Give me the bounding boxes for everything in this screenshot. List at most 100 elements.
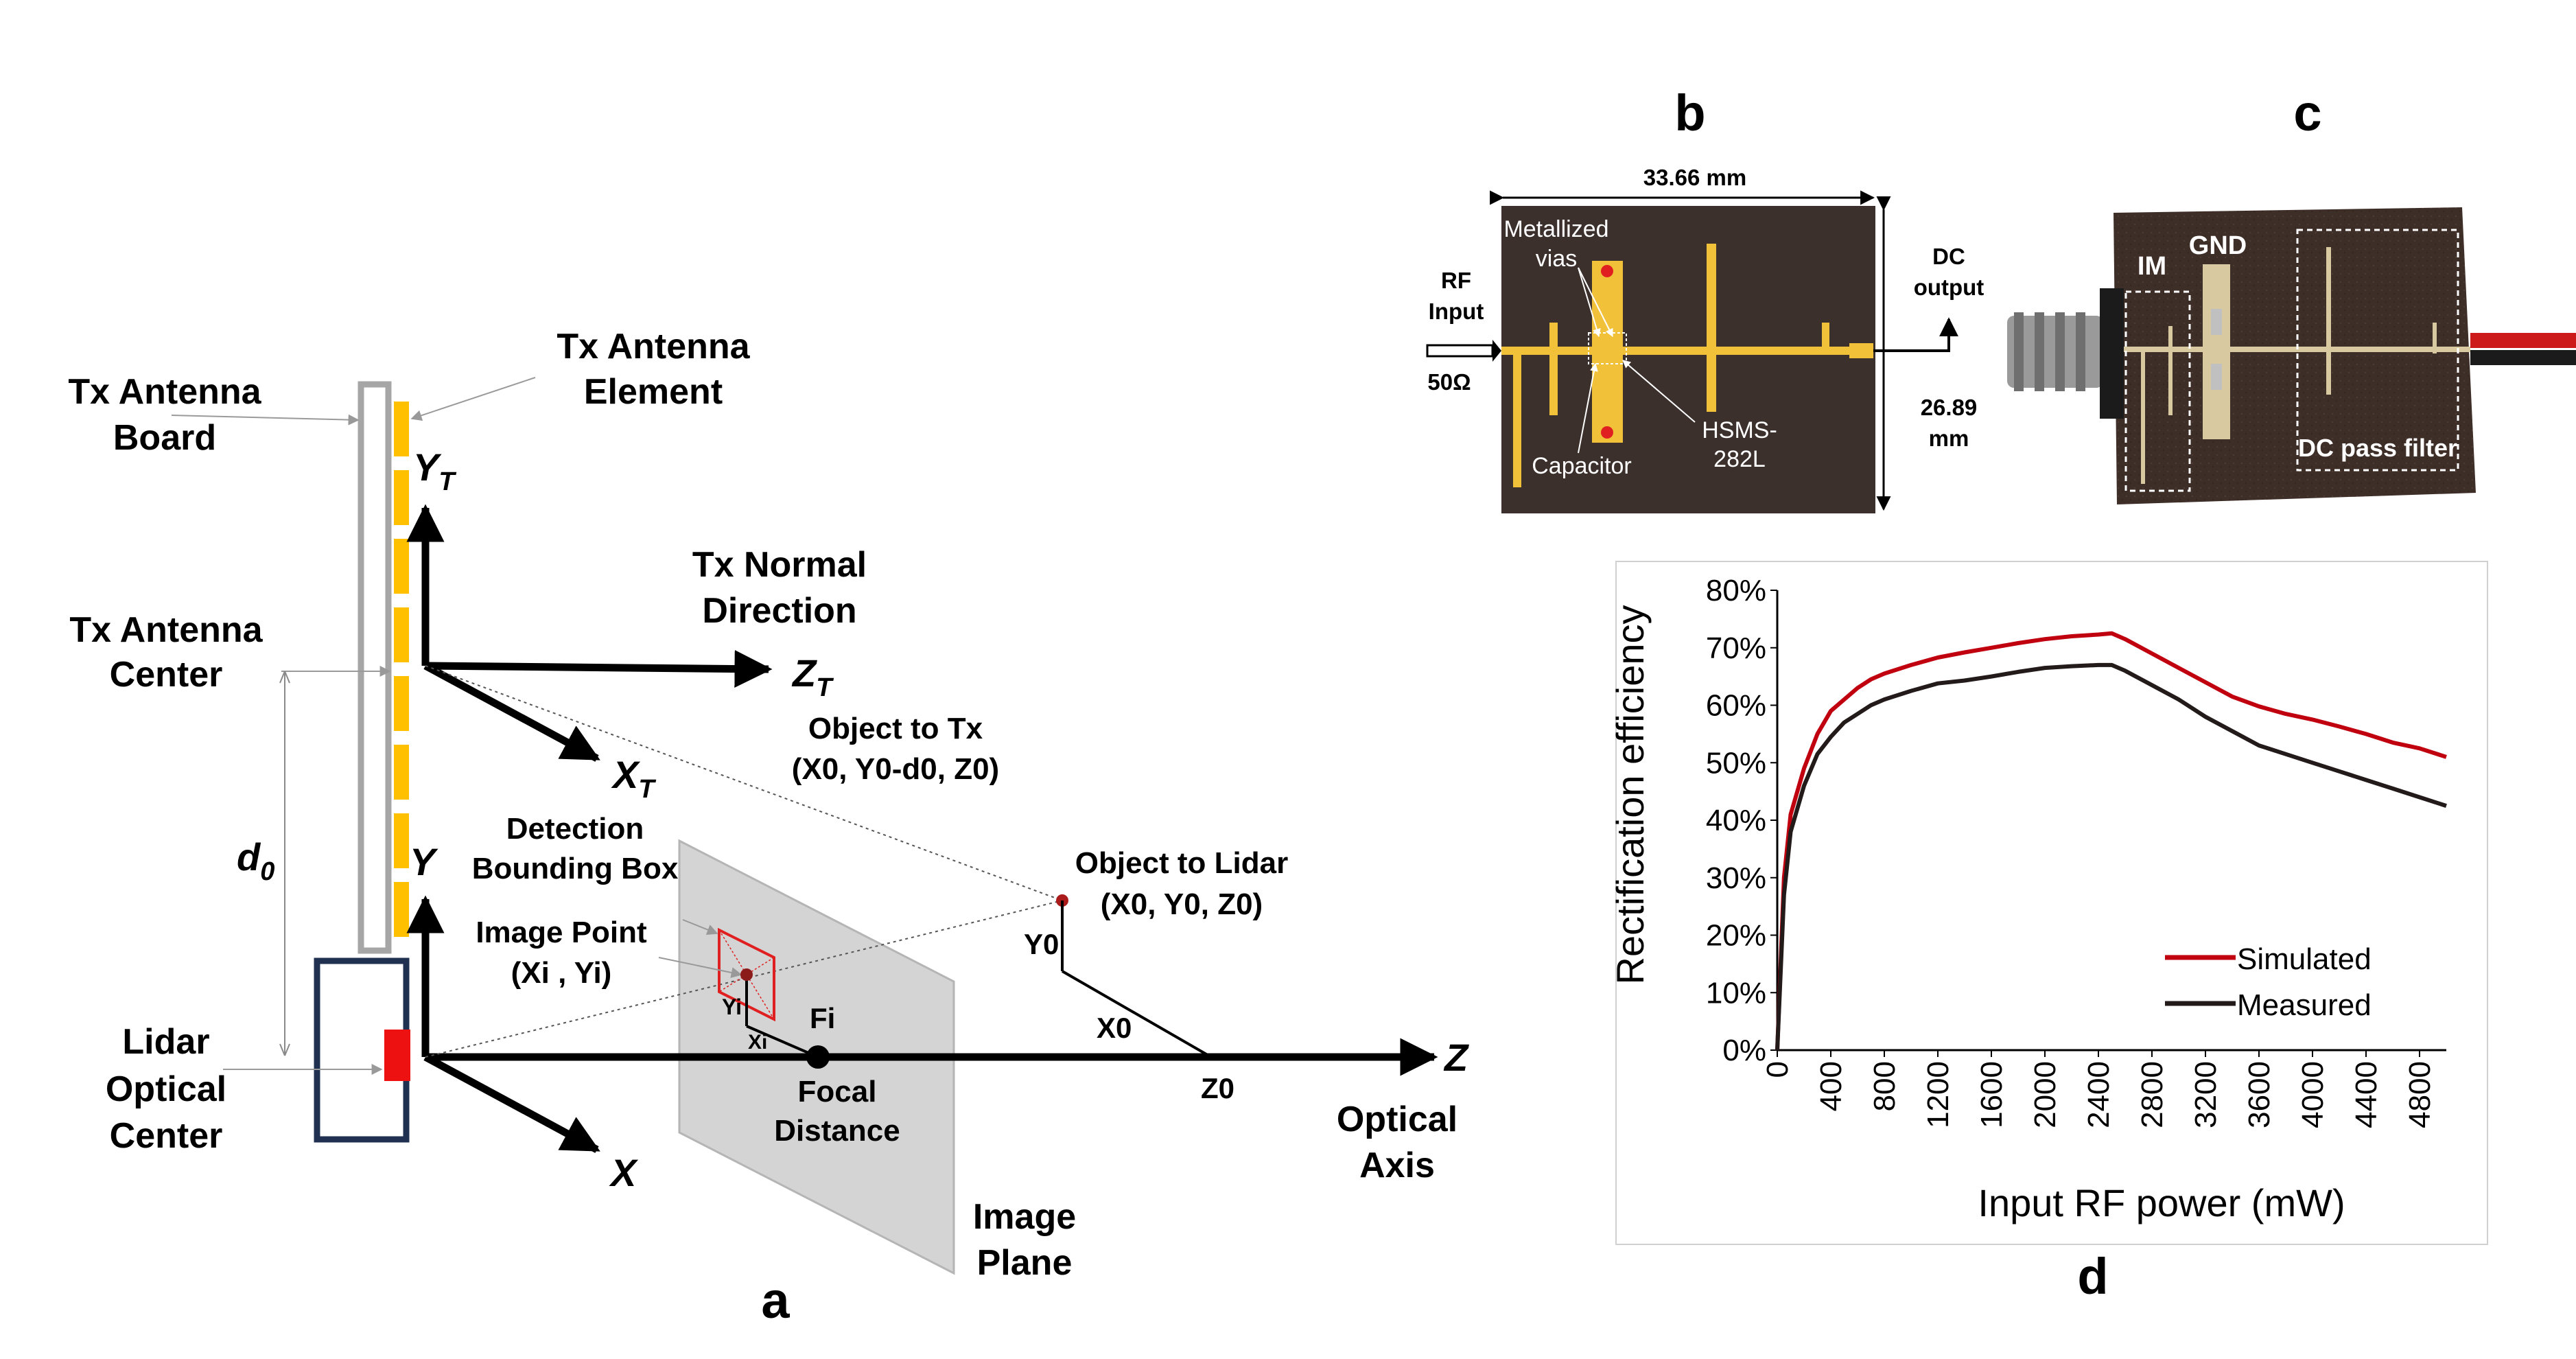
focal-distance-label-1: Focal <box>798 1075 877 1108</box>
z0-label: Z0 <box>1201 1072 1234 1104</box>
panel-letter-c: c <box>2293 84 2321 141</box>
dc-pass-filter-label: DC pass filter <box>2298 434 2457 462</box>
chart-x-tick-label: 0 <box>1761 1061 1794 1078</box>
metallized-vias-label-1: Metallized <box>1503 216 1608 242</box>
diode-label-2: 282L <box>1713 446 1766 472</box>
chart-y-tick-label: 20% <box>1706 919 1766 953</box>
x-t-axis-label: XT <box>611 753 656 804</box>
image-plane-label-2: Plane <box>977 1243 1073 1283</box>
rf-input-label-1: RF <box>1441 268 1471 293</box>
chart-y-tick-label: 30% <box>1706 861 1766 895</box>
chart-x-tick-label: 3600 <box>2243 1061 2276 1128</box>
tx-antenna-center-label-1: Tx Antenna <box>69 610 263 650</box>
chart-series-line-measured <box>1775 662 2447 1051</box>
optical-axis-label-2: Axis <box>1359 1146 1435 1185</box>
height-dimension-2: mm <box>1929 426 1969 451</box>
optical-axis-label-1: Optical <box>1337 1100 1457 1139</box>
chart-y-tick-label: 50% <box>1706 746 1766 780</box>
pcb-traces <box>1501 244 1873 487</box>
chart-x-tick-label: 400 <box>1814 1061 1848 1111</box>
tx-normal-direction-label-2: Direction <box>702 591 856 631</box>
y-t-axis-label: YT <box>413 445 456 496</box>
z-axis-label: Z <box>1443 1036 1469 1079</box>
detection-bounding-box-label-2: Bounding Box <box>472 852 679 885</box>
height-dimension-1: 26.89 <box>1921 395 1978 420</box>
tx-antenna-element-label-2: Element <box>584 372 723 412</box>
chart-y-tick-label: 80% <box>1706 574 1766 607</box>
chart-x-tick-label: 1200 <box>1921 1061 1955 1128</box>
detection-bounding-box-label-1: Detection <box>506 812 644 846</box>
chart-x-tick-label: 4000 <box>2296 1061 2330 1128</box>
tx-z-axis <box>425 650 773 688</box>
object-to-tx-coords: (X0, Y0-d0, Z0) <box>792 752 999 786</box>
tx-antenna-board-label-2: Board <box>113 418 216 458</box>
chart-y-tick-label: 60% <box>1706 689 1766 723</box>
chart-legend: Simulated Measured <box>2165 942 2372 1022</box>
panel-c: c IM GND DC pass filter <box>2007 84 2576 504</box>
chart-x-tick-label: 2800 <box>2135 1061 2169 1128</box>
gnd-label: GND <box>2189 231 2247 260</box>
chart-x-tick-label: 4400 <box>2350 1061 2383 1128</box>
chart-y-tick-label: 10% <box>1706 976 1766 1010</box>
object-to-lidar-coords: (X0, Y0, Z0) <box>1101 887 1263 921</box>
tx-antenna-element-label-1: Tx Antenna <box>557 327 750 367</box>
xi-label: Xi <box>748 1031 767 1054</box>
impedance-label: 50Ω <box>1427 369 1471 395</box>
lidar-optical-center-label-1: Lidar <box>122 1022 209 1062</box>
capacitor-label: Capacitor <box>1532 453 1632 479</box>
tx-antenna-center-label-2: Center <box>110 655 223 695</box>
rf-input-label-2: Input <box>1429 299 1484 324</box>
tx-normal-direction-label-1: Tx Normal <box>692 545 867 585</box>
chart-y-tick-label: 0% <box>1722 1034 1766 1067</box>
image-plane-label-1: Image <box>973 1197 1076 1237</box>
sma-connector <box>2007 288 2124 419</box>
chart-x-tick-label: 2400 <box>2082 1061 2116 1128</box>
lidar-optical-center-label-3: Center <box>110 1116 223 1156</box>
dc-output-label-1: DC <box>1932 244 1965 269</box>
metallized-vias-label-2: vias <box>1536 246 1577 272</box>
panel-b: b 33.66 mm 26.89 mm RF Input 50Ω DC outp <box>1426 84 1984 513</box>
tx-antenna-board <box>358 381 392 954</box>
dc-output-label-2: output <box>1914 275 1984 300</box>
panel-letter-b: b <box>1674 84 1705 141</box>
lidar-optical-sensor <box>384 1030 410 1081</box>
chart-x-tick-label: 800 <box>1868 1061 1901 1111</box>
panel-letter-d: d <box>2077 1248 2108 1305</box>
fi-label: Fi <box>810 1002 835 1034</box>
x0-label: X0 <box>1097 1012 1132 1044</box>
z-t-axis-label: ZT <box>791 651 834 702</box>
focal-distance-label-2: Distance <box>774 1114 900 1148</box>
chart-series-line-simulated <box>1775 631 2447 1051</box>
object-to-tx-label: Object to Tx <box>808 712 983 745</box>
chart-x-tick-label: 4800 <box>2403 1061 2437 1128</box>
chart-x-axis-title: Input RF power (mW) <box>1978 1181 2345 1224</box>
legend-simulated-label: Simulated <box>2237 942 2372 976</box>
d0-label: d0 <box>237 835 274 886</box>
width-dimension: 33.66 mm <box>1643 165 1746 190</box>
tx-x-axis <box>423 662 600 762</box>
panel-a: Tx Antenna Board Tx Antenna Element Tx A… <box>68 327 1469 1329</box>
y-axis-label: Y <box>410 840 438 883</box>
chart-x-tick-label: 3200 <box>2189 1061 2223 1128</box>
pcb-board <box>1501 206 1875 513</box>
focal-point-marker <box>806 1045 830 1069</box>
x-axis-label: X <box>609 1151 639 1194</box>
chart-frame <box>1615 561 2488 1245</box>
lidar-x-axis <box>423 1054 600 1153</box>
y0-label: Y0 <box>1024 928 1059 960</box>
chart-x-tick-label: 2000 <box>2028 1061 2062 1128</box>
chart-y-tick-label: 40% <box>1706 804 1766 837</box>
chart-y-tick-label: 70% <box>1706 631 1766 665</box>
image-point-label: Image Point <box>476 916 647 949</box>
tx-antenna-board-label-1: Tx Antenna <box>68 372 261 412</box>
chart-y-axis-title: Rectification efficiency <box>1608 605 1652 985</box>
yi-label: Yi <box>722 995 742 1019</box>
diode-label-1: HSMS- <box>1702 417 1777 443</box>
object-to-lidar-label: Object to Lidar <box>1075 846 1288 880</box>
tx-antenna-elements <box>394 402 409 937</box>
image-point-coords: (Xi , Yi) <box>511 956 612 990</box>
image-point-marker <box>740 968 753 981</box>
